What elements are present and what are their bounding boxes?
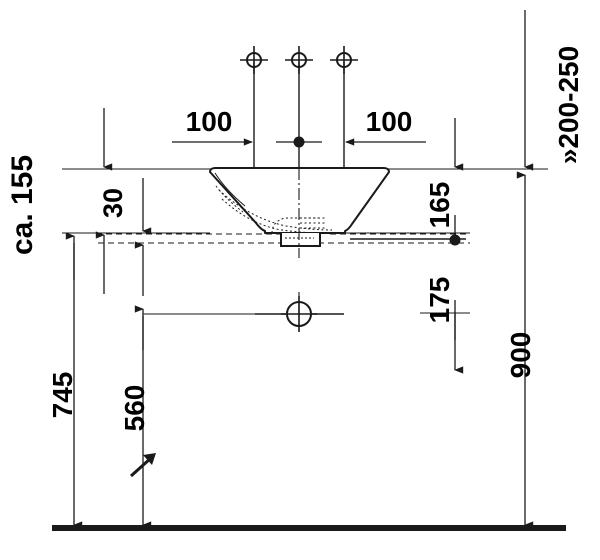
label-560: 560 — [119, 385, 150, 432]
tap-spacing-dimensions — [172, 136, 426, 148]
drain-center-dot — [449, 234, 461, 246]
centerlines — [253, 62, 345, 330]
clearance-prefix-glyph: » — [553, 149, 584, 165]
label-100-left: 100 — [186, 106, 233, 137]
tap-hole-center-marker — [285, 46, 313, 74]
tap-hole-markers — [240, 46, 358, 74]
center-point-dot — [293, 136, 305, 148]
label-100-right: 100 — [366, 106, 413, 137]
basin-bowl-outline — [209, 167, 390, 247]
dim-560-diagonal-arrow — [129, 453, 156, 478]
left-dimension-group — [65, 108, 258, 529]
label-175: 175 — [424, 277, 455, 324]
label-200-250: »200-250 — [553, 46, 584, 164]
label-ca-155: ca. 155 — [6, 155, 39, 255]
right-dimension-group — [420, 10, 548, 529]
bowl-inner-hidden-1 — [218, 189, 333, 231]
clearance-value: 200-250 — [553, 46, 584, 149]
basin-outer-profile — [209, 167, 390, 234]
bowl-rim-inner-edge — [214, 172, 246, 207]
label-745: 745 — [47, 372, 78, 419]
tap-hole-left-marker — [240, 46, 268, 74]
label-900: 900 — [505, 332, 536, 379]
tap-hole-right-marker — [330, 46, 358, 74]
waste-outlet-marker — [255, 296, 344, 332]
label-165: 165 — [424, 182, 455, 229]
label-30: 30 — [98, 188, 128, 218]
drain-boss-hidden — [271, 217, 322, 234]
drain-spigot — [280, 233, 321, 247]
reference-lines — [52, 168, 566, 531]
dimension-labels: ca. 155 30 100 100 165 175 »200-250 900 … — [6, 46, 584, 432]
